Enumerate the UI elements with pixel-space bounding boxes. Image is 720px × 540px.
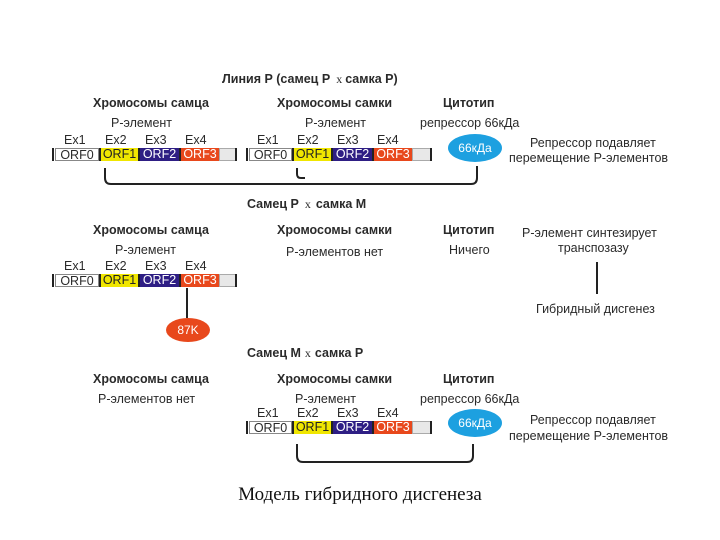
bracket-block3 (296, 444, 474, 463)
gene-end-tick (52, 274, 54, 287)
orf3-segment: ORF3 (179, 148, 219, 161)
orf0-segment: ORF0 (249, 148, 292, 162)
block3-male-header: Хромосомы самца (93, 372, 209, 386)
block1-male-exon-3: Ex3 (145, 133, 167, 147)
gene-end-tick (235, 274, 237, 287)
orf2-segment: ORF2 (138, 274, 179, 287)
gene-tail (412, 148, 432, 161)
block2-male-exon-2: Ex2 (105, 259, 127, 273)
block1-cyto-sub: репрессор 66кДа (420, 116, 520, 130)
block2-male-p-element: ORF0 ORF1 ORF2 ORF3 (52, 274, 237, 288)
block2-title-pre: Самец Р (247, 197, 299, 211)
block2-male-exon-1: Ex1 (64, 259, 86, 273)
gene-end-tick (235, 148, 237, 161)
block3-title-pre: Самец М (247, 346, 301, 360)
block3-title-post: самка Р (314, 346, 364, 360)
orf1-segment: ORF1 (99, 148, 138, 161)
gene-end-tick (246, 148, 248, 161)
block2-title-post: самка М (315, 197, 367, 211)
block1-female-exon-3: Ex3 (337, 133, 359, 147)
orf2-segment: ORF2 (331, 148, 372, 161)
block1-male-sub: Р-элемент (111, 116, 173, 130)
gene-end-tick (430, 148, 432, 161)
block3-female-sub: Р-элемент (295, 392, 357, 406)
orf3-segment: ORF3 (179, 274, 219, 287)
block3-cyto-sub: репрессор 66кДа (420, 392, 520, 406)
gene-tail (412, 421, 432, 434)
block2-female-header: Хромосомы самки (277, 223, 393, 237)
gene-end-tick (52, 148, 54, 161)
block3-repressor-66kda: 66кДа (448, 409, 502, 437)
block1-effect-line1: Репрессор подавляет (530, 136, 656, 150)
block3-effect-line2: перемещение Р-элементов (509, 429, 669, 443)
block1-male-header: Хромосомы самца (93, 96, 209, 110)
block2-male-exon-4: Ex4 (185, 259, 207, 273)
orf0-segment: ORF0 (55, 274, 99, 288)
block2-transposase-87k: 87K (166, 318, 210, 342)
block2-female-sub: Р-элементов нет (286, 245, 384, 259)
block1-effect-line2: перемещение Р-элементов (509, 151, 669, 165)
gene-end-tick (430, 421, 432, 434)
block1-male-exon-4: Ex4 (185, 133, 207, 147)
block3-male-sub: Р-элементов нет (98, 392, 196, 406)
block1-male-p-element: ORF0 ORF1 ORF2 ORF3 (52, 148, 237, 162)
bracket-block1-female (296, 168, 305, 179)
block3-cross-symbol: х (304, 346, 311, 360)
gene-end-tick (246, 421, 248, 434)
block2-title: Самец Р х самка М (247, 197, 366, 211)
orf1-segment: ORF1 (292, 421, 331, 434)
block1-female-p-element: ORF0 ORF1 ORF2 ORF3 (246, 148, 432, 162)
block1-repressor-66kda: 66кДа (448, 134, 502, 162)
block3-female-exon-4: Ex4 (377, 406, 399, 420)
orf1-segment: ORF1 (99, 274, 138, 287)
orf1-segment: ORF1 (292, 148, 331, 161)
block1-title-pre: Линия Р (самец Р (222, 72, 331, 86)
bracket-block1 (104, 166, 478, 185)
orf0-segment: ORF0 (55, 148, 99, 162)
block3-effect-line1: Репрессор подавляет (530, 413, 656, 427)
figure-caption: Модель гибридного дисгенеза (238, 484, 482, 505)
block1-female-header: Хромосомы самки (277, 96, 393, 110)
block2-male-header: Хромосомы самца (93, 223, 209, 237)
orf3-segment: ORF3 (372, 421, 412, 434)
block2-cross-symbol: х (304, 197, 311, 211)
block1-cyto-header: Цитотип (443, 96, 495, 110)
block3-female-exon-1: Ex1 (257, 406, 279, 420)
block2-cyto-header: Цитотип (443, 223, 495, 237)
block1-male-exon-1: Ex1 (64, 133, 86, 147)
block3-cyto-header: Цитотип (443, 372, 495, 386)
block1-female-exon-2: Ex2 (297, 133, 319, 147)
block1-female-sub: Р-элемент (305, 116, 367, 130)
block3-female-exon-3: Ex3 (337, 406, 359, 420)
block3-female-exon-2: Ex2 (297, 406, 319, 420)
orf3-segment: ORF3 (372, 148, 412, 161)
block2-male-exon-3: Ex3 (145, 259, 167, 273)
block2-male-sub: Р-элемент (115, 243, 177, 257)
orf2-segment: ORF2 (331, 421, 372, 434)
block2-effect-line2: транспозазу (558, 241, 629, 255)
block1-male-exon-2: Ex2 (105, 133, 127, 147)
block1-female-exon-4: Ex4 (377, 133, 399, 147)
orf2-segment: ORF2 (138, 148, 179, 161)
block1-female-exon-1: Ex1 (257, 133, 279, 147)
block3-female-header: Хромосомы самки (277, 372, 393, 386)
block2-effect-line1: Р-элемент синтезирует (522, 226, 657, 240)
block2-outcome: Гибридный дисгенез (536, 302, 655, 316)
block2-cyto-sub: Ничего (449, 243, 490, 257)
block1-title-post: самка Р) (345, 72, 398, 86)
block1-cross-symbol: х (336, 72, 343, 86)
block3-female-p-element: ORF0 ORF1 ORF2 ORF3 (246, 421, 432, 435)
orf0-segment: ORF0 (249, 421, 292, 435)
